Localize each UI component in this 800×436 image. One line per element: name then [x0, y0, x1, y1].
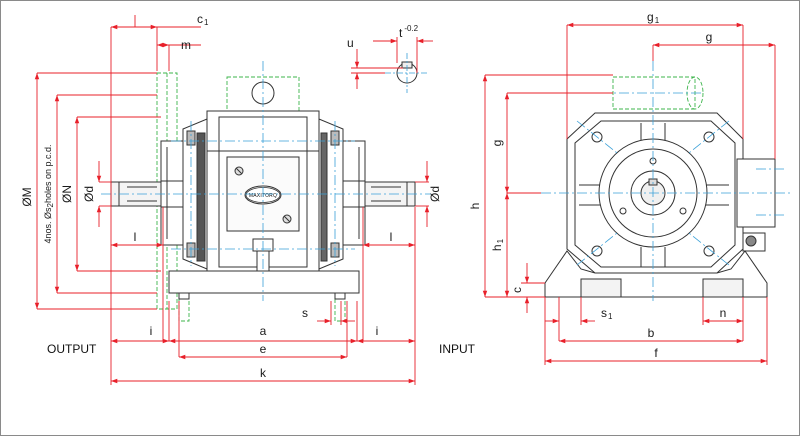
- end-view: [541, 61, 791, 301]
- dim-phi-d-left: Ød: [82, 186, 96, 202]
- dim-u: u: [347, 36, 354, 50]
- caption-input: INPUT: [439, 342, 476, 356]
- dim-e: e: [260, 342, 267, 356]
- base-side: [168, 270, 360, 300]
- dim-g-top: g: [706, 30, 713, 44]
- dim-h1: h1: [490, 238, 505, 251]
- side-labels: c1 m u t-0.2 ØM 4nos. Øs2holes on p.c.d.…: [20, 12, 476, 380]
- dim-h: h: [468, 203, 482, 210]
- dim-c: c: [510, 287, 524, 293]
- dim-l-left: l: [134, 230, 137, 244]
- side-dimension-lines: [34, 15, 433, 385]
- end-labels: g1 g h g h1 c s1 n b f: [468, 10, 726, 360]
- dim-i-right: i: [376, 324, 379, 338]
- dim-a: a: [260, 324, 267, 338]
- dim-holes-pcd: 4nos. Øs2holes on p.c.d.: [43, 144, 55, 243]
- dim-g1: g1: [647, 10, 660, 25]
- dim-l-right: l: [390, 230, 393, 244]
- dim-phi-d-right: Ød: [428, 186, 442, 202]
- dim-c1: c1: [197, 12, 209, 27]
- dim-f: f: [654, 346, 658, 360]
- dim-s: s: [302, 306, 308, 320]
- side-view: MAXITORQ: [101, 53, 431, 322]
- dim-s1: s1: [601, 306, 613, 321]
- dim-b: b: [648, 326, 655, 340]
- dim-i-left: i: [150, 324, 153, 338]
- dim-k: k: [260, 366, 267, 380]
- centerlines-end: [541, 61, 791, 301]
- end-base: [544, 250, 768, 298]
- caption-output: OUTPUT: [47, 342, 97, 356]
- dim-g-left: g: [490, 140, 504, 147]
- key-detail: [385, 53, 429, 93]
- centerlines-side: [101, 61, 431, 301]
- dim-n: n: [720, 306, 727, 320]
- dim-m: m: [181, 38, 191, 52]
- dim-phi-n: ØN: [60, 185, 74, 203]
- end-dimension-lines: [482, 22, 776, 365]
- dim-t: t-0.2: [399, 24, 419, 40]
- dim-phi-m: ØM: [20, 187, 34, 206]
